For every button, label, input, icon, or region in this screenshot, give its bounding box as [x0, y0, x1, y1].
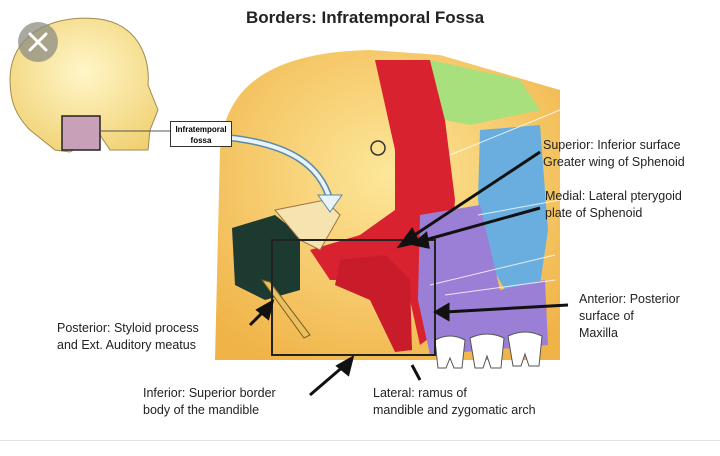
lateral-pterygoid-blue	[478, 125, 548, 290]
maxilla-purple	[418, 205, 548, 355]
inset-label-line: fossa	[190, 136, 212, 145]
frontal-green	[430, 60, 540, 125]
ear-canal-dark	[232, 215, 300, 300]
divider	[0, 440, 720, 441]
label-line: Greater wing of Sphenoid	[543, 155, 685, 169]
styloid-process	[260, 279, 311, 339]
inset-label-line: Infratemporal	[175, 125, 227, 134]
label-line: Anterior: Posterior	[579, 292, 680, 306]
teeth	[434, 331, 543, 369]
label-line: plate of Sphenoid	[545, 206, 643, 220]
label-line: body of the mandible	[143, 403, 260, 417]
label-anterior: Anterior: Posterior surface of Maxilla	[579, 291, 680, 342]
label-line: Inferior: Superior border	[143, 386, 276, 400]
label-line: Maxilla	[579, 326, 618, 340]
label-line: Lateral: ramus of	[373, 386, 467, 400]
label-line: Posterior: Styloid process	[57, 321, 199, 335]
label-line: Superior: Inferior surface	[543, 138, 681, 152]
fossa-box	[271, 239, 436, 356]
label-medial: Medial: Lateral pterygoid plate of Sphen…	[545, 188, 682, 222]
close-button[interactable]	[18, 22, 58, 62]
label-line: surface of	[579, 309, 634, 323]
zygomatic-arch	[274, 199, 341, 251]
mandible-ramus	[335, 255, 412, 352]
label-line: and Ext. Auditory meatus	[57, 338, 196, 352]
inset-label: Infratemporal fossa	[170, 121, 232, 147]
label-lateral: Lateral: ramus of mandible and zygomatic…	[373, 385, 536, 419]
diagram-title: Borders: Infratemporal Fossa	[245, 8, 485, 27]
label-inferior: Inferior: Superior border body of the ma…	[143, 385, 276, 419]
label-superior: Superior: Inferior surface Greater wing …	[543, 137, 685, 171]
label-line: Medial: Lateral pterygoid	[545, 189, 682, 203]
label-posterior: Posterior: Styloid process and Ext. Audi…	[57, 320, 199, 354]
close-icon	[28, 32, 48, 52]
label-line: mandible and zygomatic arch	[373, 403, 536, 417]
